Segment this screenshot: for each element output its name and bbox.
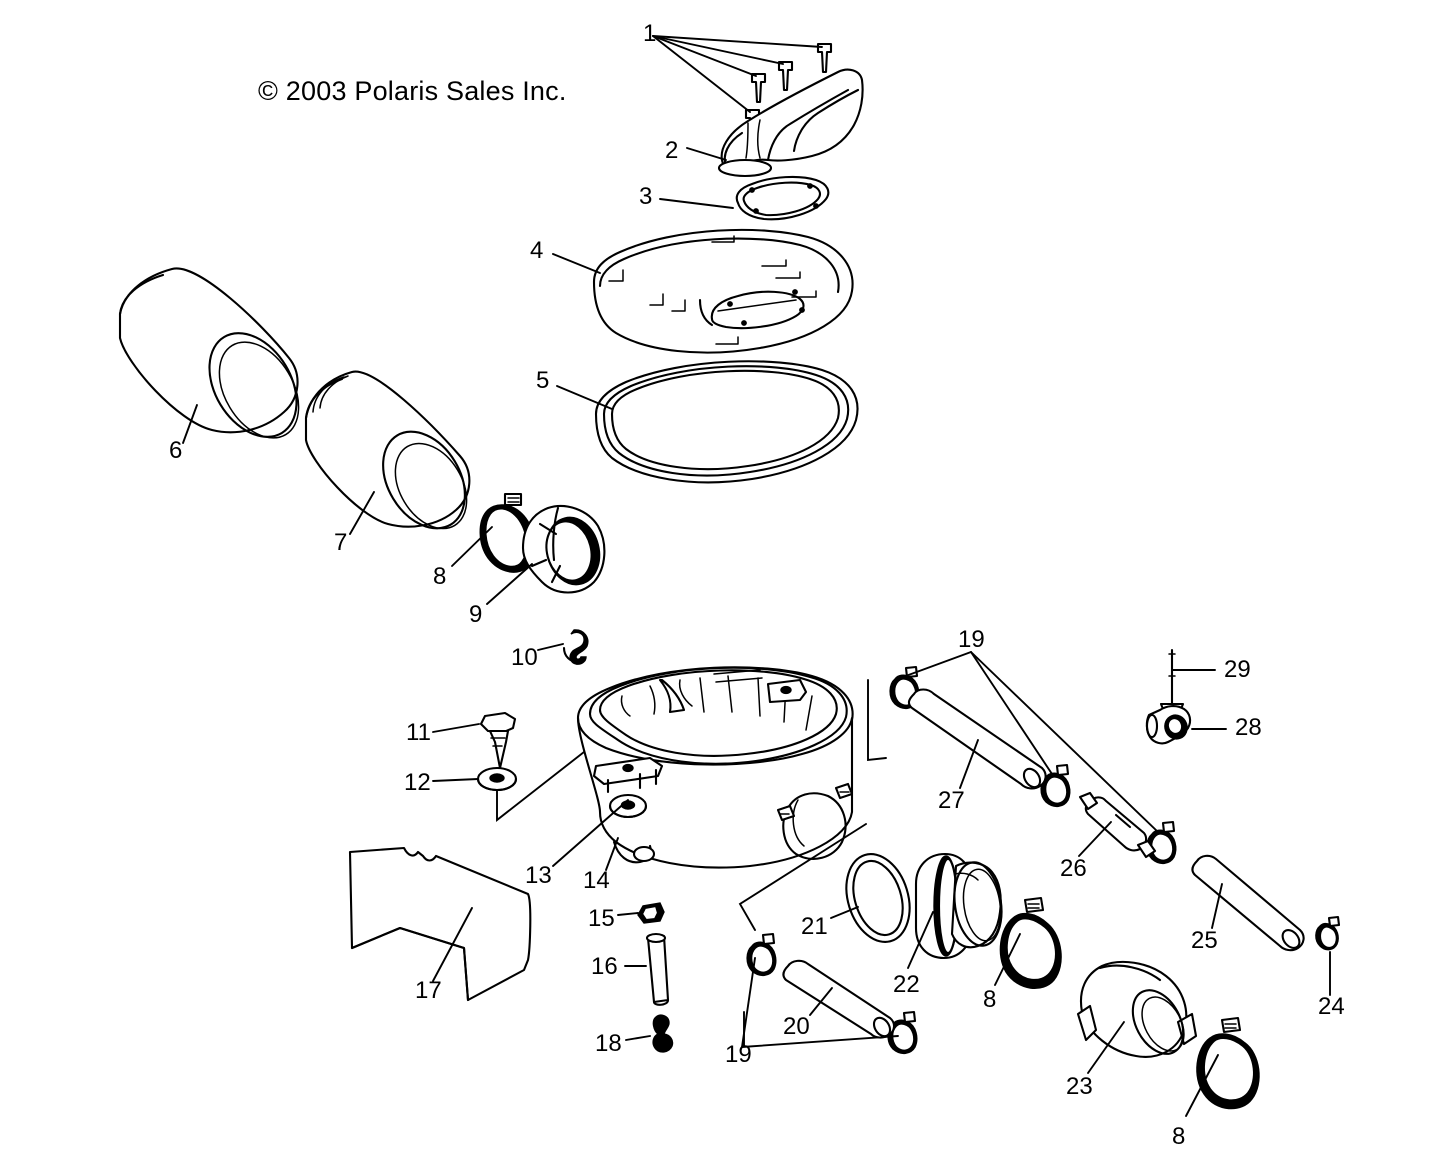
callout-6[interactable]: 6 [169, 437, 183, 464]
callout-14[interactable]: 14 [583, 867, 610, 894]
callout-24[interactable]: 24 [1318, 993, 1345, 1020]
callout-25[interactable]: 25 [1191, 927, 1218, 954]
callout-27[interactable]: 27 [938, 787, 965, 814]
part-retaining-clip-10 [537, 629, 589, 665]
callout-5[interactable]: 5 [536, 367, 550, 394]
callout-20[interactable]: 20 [783, 1013, 810, 1040]
callout-26[interactable]: 26 [1060, 855, 1087, 882]
callout-12[interactable]: 12 [404, 769, 431, 796]
callout-10[interactable]: 10 [511, 644, 538, 671]
callout-11[interactable]: 11 [406, 719, 431, 746]
callout-9[interactable]: 9 [469, 601, 483, 628]
part-push-rivet-11 [432, 711, 517, 770]
part-outlet-oring-21 [830, 853, 911, 943]
part-drain-plug-18 [625, 1014, 674, 1053]
part-washer-12 [432, 766, 518, 792]
callout-1[interactable]: 1 [643, 20, 657, 47]
part-hose-clamp-24 [1315, 915, 1341, 996]
callout-17[interactable]: 17 [415, 977, 442, 1004]
callout-18[interactable]: 18 [595, 1030, 622, 1057]
part-check-valve-26 [1078, 791, 1157, 859]
leader-bracket-lines [738, 679, 887, 1047]
part-air-boot-23 [1076, 960, 1198, 1074]
callout-15[interactable]: 15 [588, 905, 615, 932]
callout-19-upper[interactable]: 19 [958, 626, 985, 653]
copyright-notice: © 2003 Polaris Sales Inc. [258, 76, 567, 106]
part-filter-outer-wrap-6 [118, 267, 300, 444]
part-airbox-body-14 [496, 666, 854, 871]
callout-16[interactable]: 16 [591, 953, 618, 980]
part-clamps-19-lower [741, 932, 918, 1054]
part-intake-scoop-2 [686, 68, 864, 178]
callout-19-lower[interactable]: 19 [725, 1041, 752, 1068]
callout-4[interactable]: 4 [530, 237, 544, 264]
part-breather-hose-27 [907, 688, 1047, 790]
callout-2[interactable]: 2 [665, 137, 679, 164]
callout-21[interactable]: 21 [801, 913, 828, 940]
part-baffle-shield-17 [348, 846, 532, 1002]
part-air-filter-7 [304, 370, 471, 535]
part-vent-hose-short-20 [782, 959, 896, 1039]
part-drain-tube-16 [624, 932, 670, 1006]
callout-22[interactable]: 22 [893, 971, 920, 998]
part-intake-boot-22 [907, 852, 1003, 969]
callout-3[interactable]: 3 [639, 183, 653, 210]
part-hose-clamp-8c [1185, 1016, 1260, 1117]
part-hose-clamp-8a [451, 492, 535, 573]
part-cover-seal-5 [556, 360, 859, 484]
callout-29[interactable]: 29 [1224, 656, 1251, 683]
callout-8c[interactable]: 8 [1172, 1123, 1186, 1150]
part-elbow-fitting-28 [1145, 705, 1227, 745]
callout-13[interactable]: 13 [525, 862, 552, 889]
part-vent-hose-long-25 [1191, 854, 1305, 952]
part-small-clamp-15 [617, 902, 665, 924]
callout-8a[interactable]: 8 [433, 563, 447, 590]
callout-28[interactable]: 28 [1235, 714, 1262, 741]
part-filter-flange-9 [486, 504, 606, 605]
part-hose-clamp-8b [994, 896, 1062, 989]
part-scoop-gasket-3 [659, 175, 830, 221]
callout-23[interactable]: 23 [1066, 1073, 1093, 1100]
callout-8b[interactable]: 8 [983, 986, 997, 1013]
part-airbox-cover-4 [552, 228, 854, 354]
callout-7[interactable]: 7 [334, 529, 348, 556]
